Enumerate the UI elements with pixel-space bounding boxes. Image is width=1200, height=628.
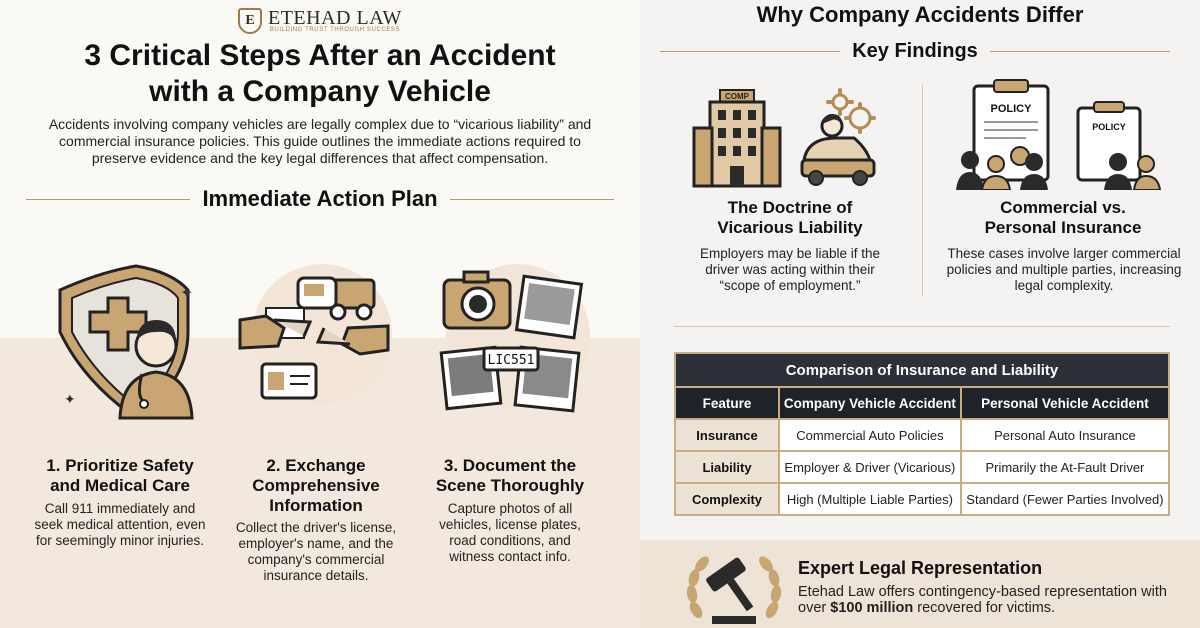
svg-text:✦: ✦ xyxy=(180,285,193,302)
table-row: Insurance Commercial Auto Policies Perso… xyxy=(674,418,1171,452)
table-row-header: Insurance xyxy=(674,418,780,452)
key-findings-heading: Key Findings xyxy=(660,40,1171,63)
policy-clipboard-icon: POLICY POLICY xyxy=(956,79,1162,190)
finding-1-title-line2: Vicarious Liability xyxy=(717,218,863,237)
divider xyxy=(989,51,1171,52)
step-1-text: Call 911 immediately and seek medical at… xyxy=(34,501,206,548)
step-1-title: 1. Prioritize Safety and Medical Care xyxy=(30,456,210,496)
table-cell: Standard (Fewer Parties Involved) xyxy=(959,482,1171,516)
key-findings-heading-text: Key Findings xyxy=(852,40,978,62)
action-plan-heading-text: Immediate Action Plan xyxy=(202,186,438,211)
table-cell: Primarily the At-Fault Driver xyxy=(959,450,1171,484)
expert-text-part1: Etehad Law offers contingency-based repr… xyxy=(798,584,1167,616)
step-2-title-line1: 2. Exchange xyxy=(266,456,366,475)
expert-text: Etehad Law offers contingency-based repr… xyxy=(798,584,1178,616)
vertical-divider xyxy=(922,84,923,296)
license-plate-text: LIC551 xyxy=(488,353,535,368)
table-cell: Personal Auto Insurance xyxy=(959,418,1171,452)
finding-1-title-line1: The Doctrine of xyxy=(727,198,853,217)
intro-paragraph: Accidents involving company vehicles are… xyxy=(48,116,592,166)
table-header-personal: Personal Vehicle Accident xyxy=(959,386,1171,420)
office-building-icon: COMP xyxy=(692,89,876,188)
policy-label-1: POLICY xyxy=(991,103,1033,115)
finding-2-text: These cases involve larger commercial po… xyxy=(946,246,1182,293)
finding-1-text: Employers may be liable if the driver wa… xyxy=(699,246,881,293)
divider xyxy=(660,51,841,52)
shield-doctor-icon: ✦ ✦ xyxy=(58,264,194,420)
logo-tagline: BUILDING TRUST THROUGH SUCCESS xyxy=(269,27,401,33)
logo-name: ETEHAD LAW xyxy=(268,7,402,29)
gear-icon xyxy=(826,88,876,134)
step-2-title: 2. Exchange Comprehensive Information xyxy=(226,456,406,516)
right-title: Why Company Accidents Differ xyxy=(756,2,1084,27)
table-cell: Commercial Auto Policies xyxy=(778,418,962,452)
finding-2-title-line2: Personal Insurance xyxy=(984,218,1142,237)
step-1-title-line2: and Medical Care xyxy=(50,476,190,495)
finding-2-title: Commercial vs. Personal Insurance xyxy=(958,198,1168,238)
step-3-title-line1: 3. Document the xyxy=(443,456,577,475)
table-row-header: Complexity xyxy=(674,482,780,516)
logo-monogram: E xyxy=(238,8,262,34)
step-2-text: Collect the driver's license, employer's… xyxy=(235,520,397,583)
camera-photos-icon: LIC551 xyxy=(439,264,590,413)
horizontal-divider xyxy=(674,326,1170,327)
expert-text-highlight: $100 million xyxy=(830,600,914,616)
svg-text:✦: ✦ xyxy=(64,391,76,407)
table-header-company: Company Vehicle Accident xyxy=(778,386,962,420)
right-panel: Why Company Accidents Differ Key Finding… xyxy=(640,0,1200,628)
expert-title: Expert Legal Representation xyxy=(798,558,1043,578)
table-row-header: Liability xyxy=(674,450,780,484)
logo: E ETEHAD LAW BUILDING TRUST THROUGH SUCC… xyxy=(238,6,402,36)
step-1-title-line1: 1. Prioritize Safety xyxy=(46,456,194,475)
left-panel: E ETEHAD LAW BUILDING TRUST THROUGH SUCC… xyxy=(0,6,640,628)
step-2-title-line3: Information xyxy=(269,496,363,515)
finding-2-title-line1: Commercial vs. xyxy=(1000,198,1126,217)
building-sign: COMP xyxy=(725,92,750,101)
page-title: 3 Critical Steps After an Accident with … xyxy=(20,38,620,110)
page-title-line2: with a Company Vehicle xyxy=(149,75,491,108)
table-row: Complexity High (Multiple Liable Parties… xyxy=(674,482,1171,516)
document-exchange-icon xyxy=(238,264,392,404)
table-row: Liability Employer & Driver (Vicarious) … xyxy=(674,450,1171,484)
divider xyxy=(449,198,614,200)
table-header-feature: Feature xyxy=(674,386,780,420)
people-group-icon xyxy=(956,151,1162,190)
step-3-title: 3. Document the Scene Thoroughly xyxy=(420,456,600,496)
policy-label-2: POLICY xyxy=(1092,122,1126,132)
action-plan-heading: Immediate Action Plan xyxy=(26,186,614,212)
step-3-title-line2: Scene Thoroughly xyxy=(435,476,585,495)
table-cell: High (Multiple Liable Parties) xyxy=(778,482,962,516)
divider xyxy=(26,198,191,200)
expert-text-part2: recovered for victims. xyxy=(913,600,1056,616)
comparison-table: Comparison of Insurance and Liability Fe… xyxy=(674,352,1171,516)
finding-1-title: The Doctrine of Vicarious Liability xyxy=(680,198,900,238)
step-3-text: Capture photos of all vehicles, license … xyxy=(439,501,581,564)
table-cell: Employer & Driver (Vicarious) xyxy=(778,450,962,484)
gavel-laurel-icon xyxy=(686,556,782,624)
table-caption: Comparison of Insurance and Liability xyxy=(674,352,1170,388)
page-title-line1: 3 Critical Steps After an Accident xyxy=(84,39,556,72)
step-2-title-line2: Comprehensive xyxy=(252,476,380,495)
